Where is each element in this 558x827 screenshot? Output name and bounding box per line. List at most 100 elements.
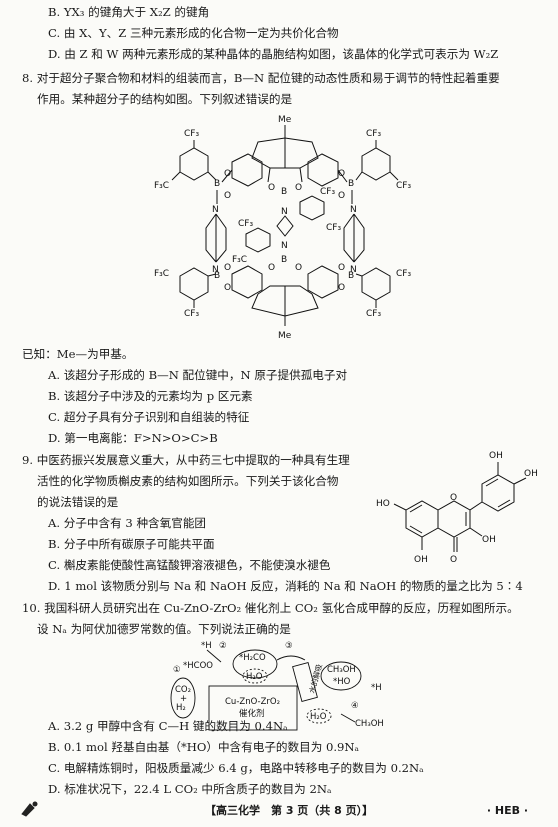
center-aryl-ring-upper xyxy=(299,195,325,221)
q8-option-a: A. 该超分子形成的 B—N 配位键中，N 原子提供孤电子对 xyxy=(48,368,348,382)
me-label-bottom: Me xyxy=(278,331,292,341)
q10-option-b: B. 0.1 mol 羟基自由基（*HO）中含有电子的数目为 0.9Nₐ xyxy=(48,740,360,754)
o-label-br2: O xyxy=(338,283,345,293)
right-dabco-cage xyxy=(343,213,365,263)
q8-option-c: C. 超分子具有分子识别和自组装的特征 xyxy=(48,410,250,424)
q7-option-b: B. YX₃ 的键角大于 X₂Z 的键角 xyxy=(48,5,210,19)
h-radical-label-right: *H xyxy=(371,683,382,693)
b-label-tl: B xyxy=(214,179,220,189)
double-bond xyxy=(485,478,499,487)
o-label-bl2: O xyxy=(224,283,231,293)
double-bond xyxy=(409,504,423,513)
q10-option-d: D. 标准状况下，22.4 L CO₂ 中所含质子的数目为 2Nₐ xyxy=(48,782,332,796)
bottom-left-core-benzene xyxy=(231,265,263,299)
q8-option-b: B. 该超分子中涉及的元素均为 p 区元素 xyxy=(48,389,253,403)
b-label-br: B xyxy=(348,271,354,281)
plus-sign: + xyxy=(180,694,187,704)
left-dabco-cage xyxy=(205,213,227,263)
bond xyxy=(393,503,407,511)
catalyst-box xyxy=(208,685,298,731)
q7-option-d: D. 由 Z 和 W 两种元素形成的某种晶体的晶胞结构如图，该晶体的化学式可表示… xyxy=(48,47,499,61)
q9-option-d: D. 1 mol 该物质分别与 Na 和 NaOH 反应，消耗的 Na 和 Na… xyxy=(48,579,523,593)
n-label-center2: N xyxy=(281,241,288,251)
top-right-core-benzene xyxy=(307,153,339,187)
q10-stem-line1: 10. 我国科研人员研究出在 Cu-ZnO-ZrO₂ 催化剂上 CO₂ 氢化合成… xyxy=(22,601,519,615)
step-2-label: ② xyxy=(219,641,227,651)
cf3-label: CF₃ xyxy=(396,269,411,279)
bond xyxy=(207,273,217,277)
step-1-label: ① xyxy=(173,665,181,675)
o-label: O xyxy=(268,183,275,193)
bond xyxy=(355,273,363,277)
arrow xyxy=(276,655,306,661)
ch3oh-intermediate-label: CH₃OH xyxy=(327,665,356,675)
q9-stem-line1: 9. 中医药振兴发展意义重大，从中药三七中提取的一种具有生理 xyxy=(22,453,350,467)
cf3-label: CF₃ xyxy=(396,181,411,191)
bond xyxy=(469,527,483,537)
oh-label-b4: OH xyxy=(524,469,538,479)
top-core-ring xyxy=(251,137,319,169)
oh-label-b3: OH xyxy=(489,451,503,461)
n-label-right-top: N xyxy=(350,205,357,215)
oh-label-c3: OH xyxy=(482,535,496,545)
ch3oh-ho-ellipse xyxy=(320,661,362,691)
me-label-top: Me xyxy=(278,115,292,125)
q10-option-c: C. 电解精炼铜时，阳极质量减少 6.4 g，电路中转移电子的数目为 0.2Nₐ xyxy=(48,761,424,775)
bond xyxy=(513,477,527,485)
q8-option-d: D. 第一电离能：F>N>O>C>B xyxy=(48,431,218,445)
reactant-ellipse xyxy=(170,677,196,719)
aryl-ring-tl xyxy=(179,147,209,181)
b-label-center-top: B xyxy=(281,187,287,197)
q10-reaction-mechanism-diagram: *H ② ① *HCOO *H₂CO H₂O ③ 水的解吸 CH₃OH *HO … xyxy=(170,641,384,731)
ho-label-a7: HO xyxy=(376,499,390,509)
q10-option-a: A. 3.2 g 甲醇中含有 C—H 键的数目为 0.4Nₐ xyxy=(48,719,288,733)
q9-option-c: C. 槲皮素能使酸性高锰酸钾溶液褪色，不能使溴水褪色 xyxy=(48,558,331,572)
q9-quercetin-structure: O O OH HO OH OH OH xyxy=(376,451,538,565)
arrow xyxy=(340,713,356,723)
ring-b xyxy=(481,474,515,512)
b-label-bl: B xyxy=(214,271,220,281)
cf3-label: CF₃ xyxy=(366,309,381,319)
bottom-core-ring xyxy=(251,285,319,317)
page-number: 【高三化学 第 3 页（共 8 页）】 xyxy=(205,804,374,817)
center-dabco xyxy=(276,215,294,237)
bond xyxy=(171,171,181,181)
carbonyl-oxygen-label: O xyxy=(450,555,457,565)
catalyst-name-label: Cu-ZnO-ZrO₂ xyxy=(225,697,280,707)
n-label-center: N xyxy=(281,207,288,217)
bottom-right-core-benzene xyxy=(307,265,339,299)
publisher-logo-icon xyxy=(21,801,38,817)
aryl-ring-bl xyxy=(179,267,209,301)
desorption-band xyxy=(292,661,318,703)
o-label-tr2: O xyxy=(338,191,345,201)
cf3-label: CF₃ xyxy=(366,129,381,139)
q8-known-note: 已知：Me—为甲基。 xyxy=(22,347,134,361)
step-3-label: ③ xyxy=(285,641,293,651)
q10-stem-line2: 设 Nₐ 为阿伏加德罗常数的值。下列说法正确的是 xyxy=(37,622,291,636)
step-4-label: ④ xyxy=(351,701,359,711)
q9-option-a: A. 分子中含有 3 种含氧官能团 xyxy=(48,516,207,530)
o-label-tl2: O xyxy=(224,191,231,201)
q9-stem-line3: 的说法错误的是 xyxy=(37,495,119,509)
h2o-label-top: H₂O xyxy=(246,672,263,682)
h2-reactant-label: H₂ xyxy=(176,703,186,713)
bond xyxy=(469,501,483,511)
bond xyxy=(221,169,233,183)
ch3oh-product-label: CH₃OH xyxy=(355,719,384,729)
center-aryl-ring-lower xyxy=(245,227,271,253)
bond xyxy=(337,169,348,183)
ho-radical-label: *HO xyxy=(333,677,351,687)
f3c-label: F₃C xyxy=(154,269,169,279)
q9-option-b: B. 分子中所有碳原子可能共平面 xyxy=(48,537,215,551)
hcoo-intermediate-label: *HCOO xyxy=(183,661,213,671)
h2co-ellipse xyxy=(232,649,278,679)
aryl-ring-tr xyxy=(361,147,391,181)
h-radical-label-top: *H xyxy=(201,641,212,651)
bond xyxy=(207,171,217,181)
cf3-label: CF₃ xyxy=(320,187,335,197)
double-bond xyxy=(409,525,423,534)
o-label: O xyxy=(295,263,302,273)
o-label: O xyxy=(295,183,302,193)
h2o-label-bottom: H₂O xyxy=(310,712,327,722)
